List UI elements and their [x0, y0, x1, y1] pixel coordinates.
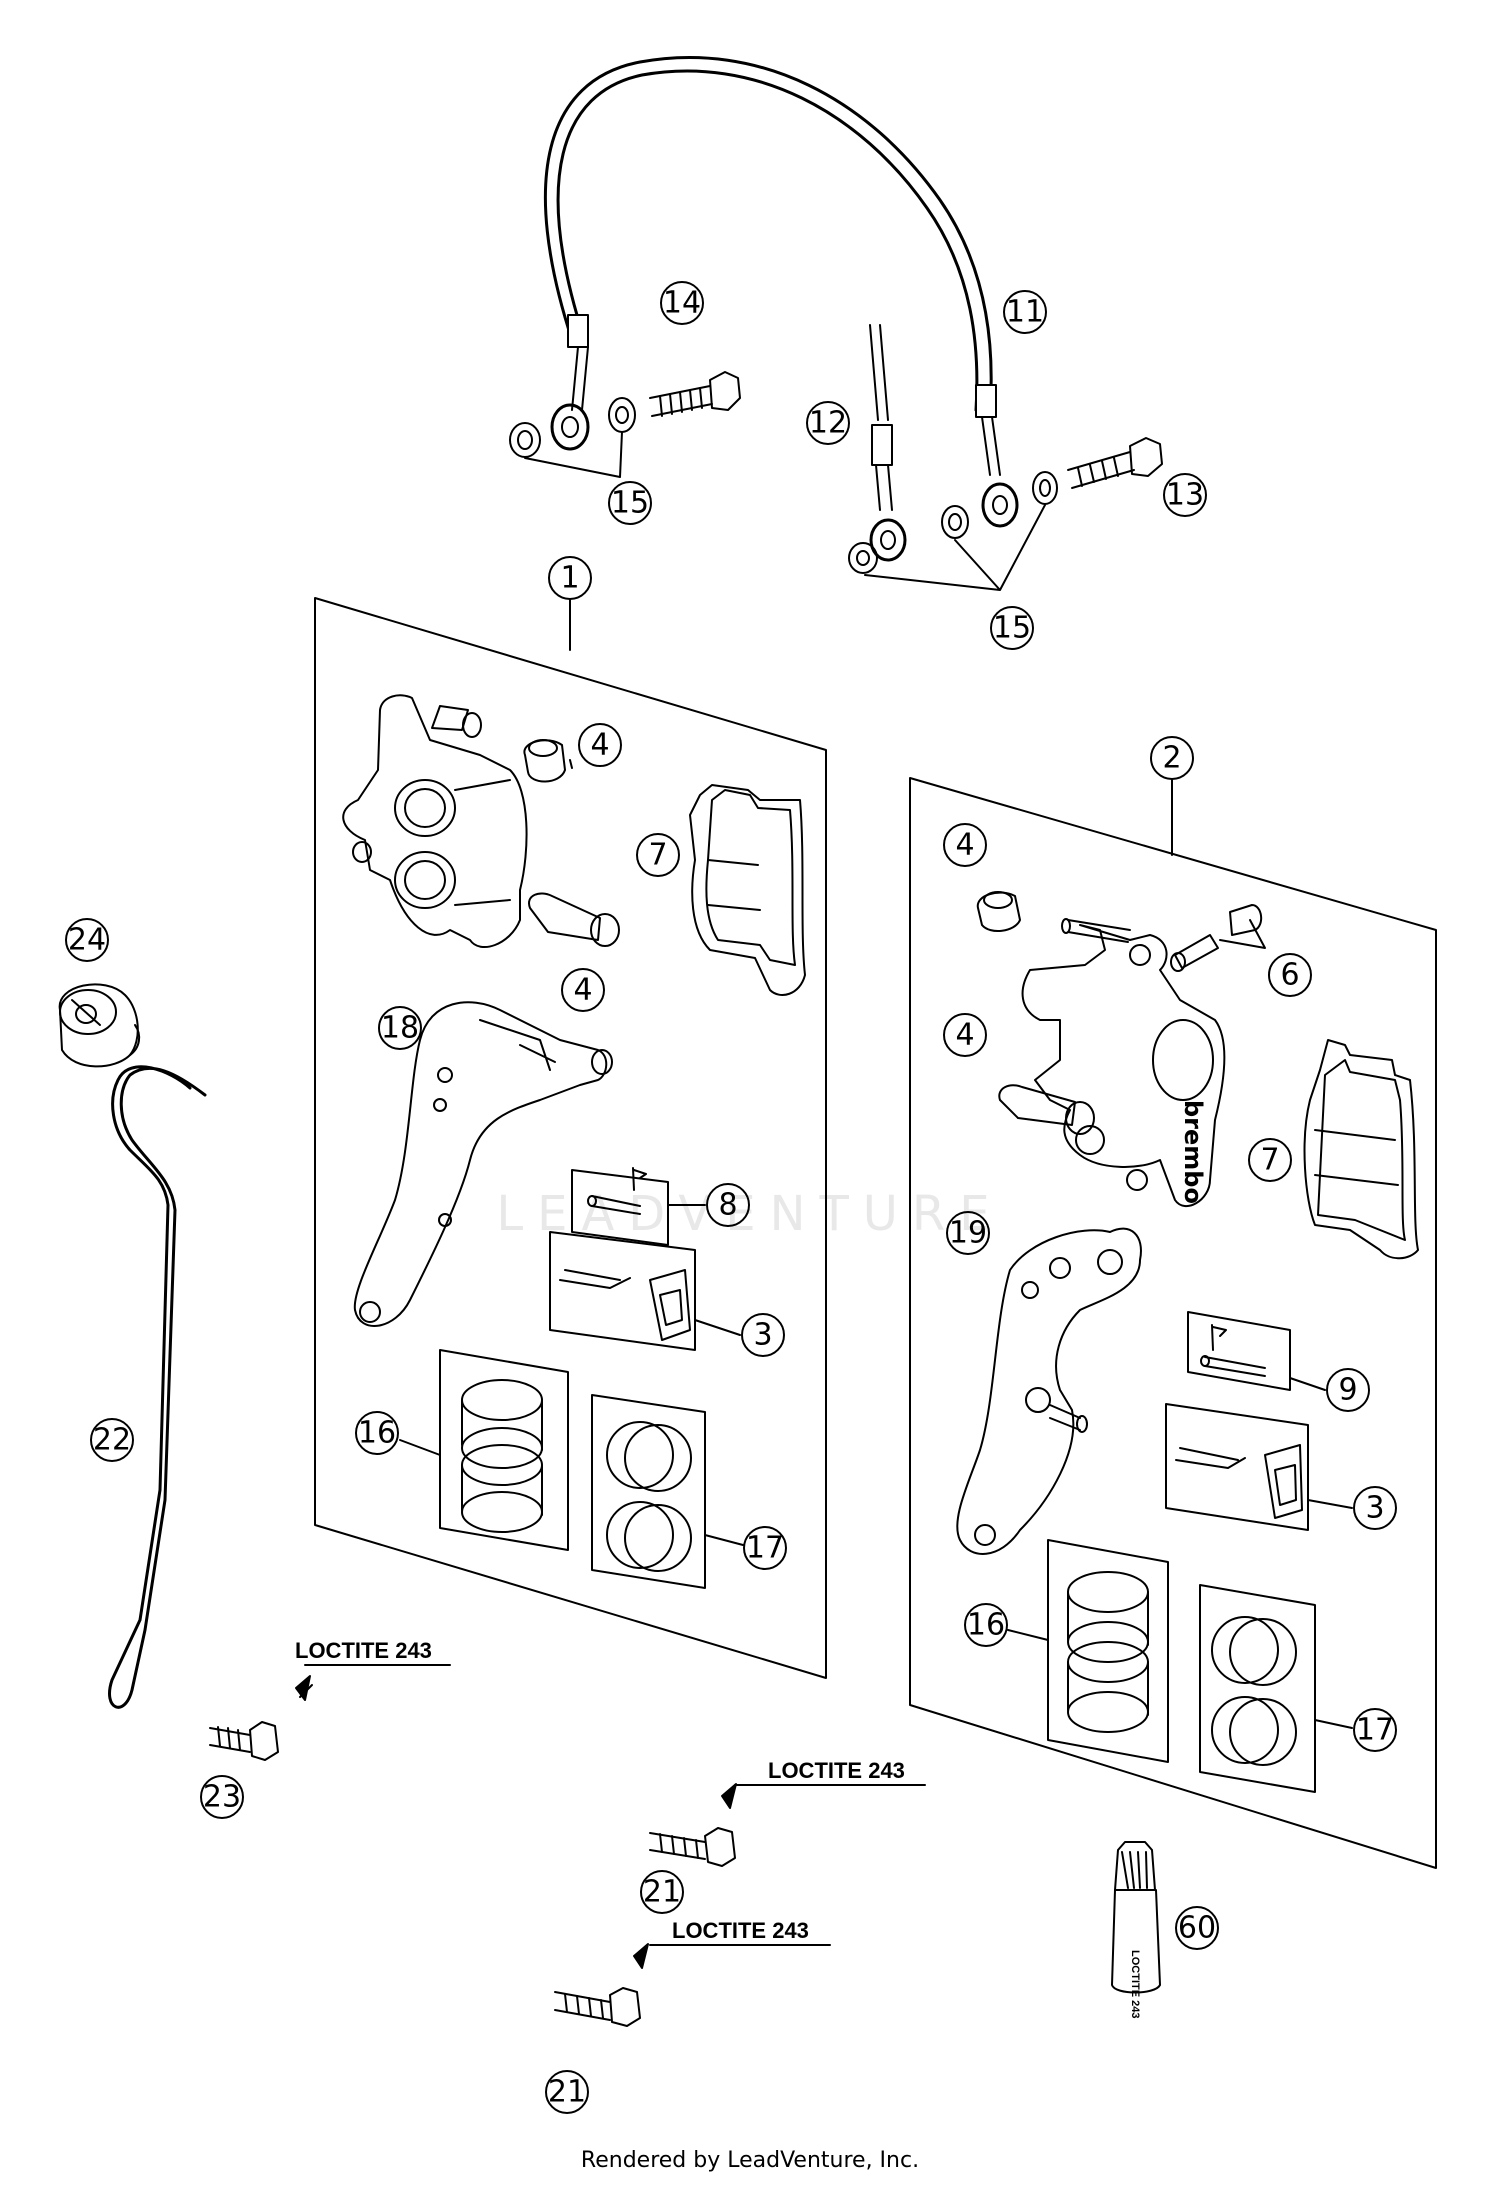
leader-17b	[1314, 1719, 1353, 1729]
callout-15-a: 15	[611, 486, 649, 521]
pin-4-right-top	[976, 891, 1021, 932]
banjo-bolt-14	[649, 371, 741, 417]
callout-2: 2	[1162, 741, 1181, 776]
leader-15a	[524, 431, 623, 478]
spring-kit-3-right	[1165, 1403, 1309, 1531]
seal-kit-17-right	[1199, 1584, 1316, 1793]
callout-18: 18	[381, 1011, 419, 1046]
callout-17-right: 17	[1356, 1713, 1394, 1748]
banjo-fitting-left	[509, 397, 636, 458]
callout-21-b: 21	[548, 2075, 586, 2110]
pin-kit-8	[571, 1167, 669, 1246]
brembo-logo: brembo	[1179, 1100, 1207, 1204]
hose-guide-22	[108, 1065, 207, 1709]
loctite-labels: LOCTITE 243 LOCTITE 243 LOCTITE 243	[295, 1638, 905, 1943]
caliper-bracket-18	[353, 1001, 613, 1327]
loctite-drop-b	[721, 1783, 737, 1809]
callout-13: 13	[1166, 478, 1204, 513]
leader-17a	[704, 1534, 744, 1546]
footer-credit: Rendered by LeadVenture, Inc.	[580, 2148, 920, 2173]
brake-caliper-right	[1021, 918, 1226, 1207]
bolt-21-middle	[649, 1827, 736, 1867]
leader-15b	[864, 504, 1046, 591]
callout-labels: 1 2 3 3 4 4 4 4 6 7 7 8 9 11 12 13 14 15…	[68, 286, 1394, 2110]
callout-4-c: 4	[955, 828, 974, 863]
leader-9	[1289, 1377, 1326, 1391]
callout-3-right: 3	[1365, 1491, 1384, 1526]
loctite-drop-a	[295, 1675, 311, 1701]
bleeder-valve-6	[1170, 904, 1263, 972]
callout-7-left: 7	[648, 838, 667, 873]
brake-caliper-left	[342, 694, 528, 949]
callouts	[65, 281, 1397, 2114]
callout-24: 24	[68, 923, 106, 958]
banjo-fitting-right	[848, 471, 1058, 574]
bolt-21-lower	[554, 1987, 641, 2027]
brake-hose-11	[543, 55, 1001, 476]
callout-16-left: 16	[358, 1416, 396, 1451]
callout-4-b: 4	[573, 973, 592, 1008]
kit-panel-2	[909, 777, 1437, 1869]
piston-kit-16-left	[439, 1349, 569, 1551]
leader-16a	[399, 1439, 441, 1456]
pin-4-lower	[528, 892, 620, 947]
brake-pads-right	[1303, 1039, 1419, 1260]
callout-4-d: 4	[955, 1018, 974, 1053]
tube-label: LOCTITE 243	[1129, 1950, 1141, 2018]
leader-4a	[569, 759, 573, 769]
callout-21-a: 21	[643, 1875, 681, 1910]
seal-kit-17-left	[591, 1394, 706, 1589]
callout-4-a: 4	[590, 728, 609, 763]
callout-17-left: 17	[746, 1531, 784, 1566]
kit-panel-1	[314, 597, 827, 1679]
callout-19: 19	[949, 1216, 987, 1251]
grommet-24	[58, 983, 141, 1068]
piston-kit-16-right	[1047, 1539, 1169, 1763]
callout-6: 6	[1280, 958, 1299, 993]
leader-3b	[1307, 1499, 1353, 1509]
loctite-label-a: LOCTITE 243	[295, 1638, 432, 1663]
callout-60: 60	[1178, 1911, 1216, 1946]
callout-8: 8	[718, 1188, 737, 1223]
loctite-tube-60	[1111, 1841, 1161, 1994]
leader-16b	[1007, 1629, 1049, 1641]
callout-11: 11	[1006, 295, 1044, 330]
brake-line-12	[869, 324, 893, 511]
loctite-drop-c	[633, 1943, 649, 1969]
banjo-bolt-13	[1067, 437, 1163, 489]
callout-9: 9	[1338, 1373, 1357, 1408]
pin-4-right-lower	[998, 1084, 1095, 1135]
callout-22: 22	[93, 1423, 131, 1458]
callout-15-b: 15	[993, 611, 1031, 646]
caliper-bracket-19	[956, 1227, 1142, 1555]
callout-23: 23	[203, 1780, 241, 1815]
callout-12: 12	[809, 406, 847, 441]
callout-7-right: 7	[1260, 1143, 1279, 1178]
callout-3-left: 3	[753, 1318, 772, 1353]
callout-16-right: 16	[967, 1608, 1005, 1643]
bolt-23	[209, 1721, 279, 1761]
brake-pads-left	[689, 784, 806, 996]
spring-kit-3-left	[549, 1231, 696, 1351]
leader-3a	[694, 1319, 741, 1336]
loctite-label-b: LOCTITE 243	[768, 1758, 905, 1783]
pin-kit-9	[1187, 1311, 1291, 1391]
leader-6	[1219, 919, 1266, 949]
loctite-label-c: LOCTITE 243	[672, 1918, 809, 1943]
callout-14: 14	[663, 286, 701, 321]
callout-1: 1	[560, 561, 579, 596]
pin-4-top	[523, 739, 566, 783]
